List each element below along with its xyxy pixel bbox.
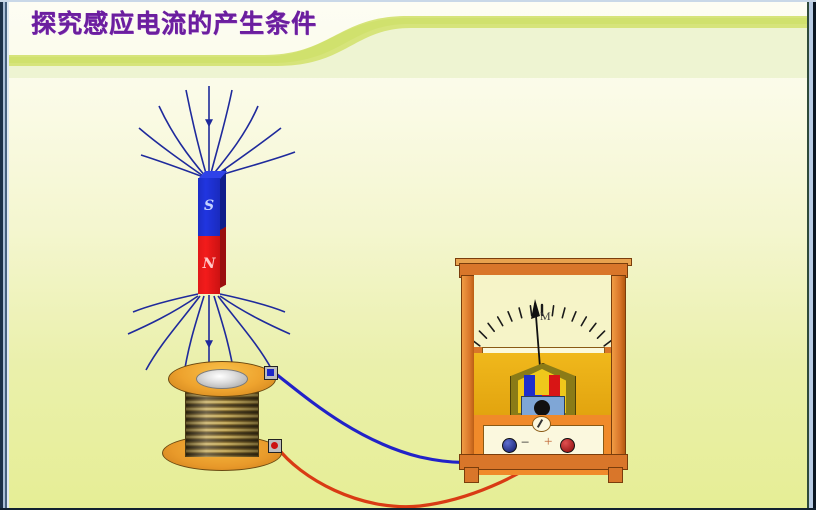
- scale-tick: [571, 310, 577, 322]
- scale-tick: [496, 316, 504, 327]
- header-band: 探究感应电流的产生条件: [9, 0, 807, 78]
- solenoid-coil: [160, 355, 285, 475]
- red-wire: [275, 445, 548, 509]
- scale-tick: [487, 322, 496, 333]
- magnet-front-face: [198, 178, 220, 294]
- field-line-bot-7: [217, 295, 273, 371]
- bar-magnet: S N: [198, 168, 228, 294]
- scale-tick: [561, 307, 566, 319]
- field-line-top-3: [158, 105, 207, 178]
- galvanometer-terminal-plus[interactable]: [560, 438, 575, 453]
- header-band-svg: [9, 16, 807, 78]
- window-border-bottom: [0, 508, 816, 510]
- horseshoe-left-arm: [524, 375, 535, 403]
- window-border-top: [0, 0, 816, 2]
- field-line-top-7: [210, 105, 259, 178]
- galvanometer-bottom-beam: [459, 454, 628, 470]
- field-line-bot-8: [219, 295, 291, 335]
- movement-pivot: [534, 400, 550, 416]
- field-line-bot-4: [127, 295, 199, 335]
- field-line-bot-3: [145, 295, 201, 371]
- horseshoe-right-arm: [549, 375, 560, 403]
- galvanometer-movement: [510, 363, 576, 423]
- scale-tick: [596, 330, 606, 340]
- field-line-top-4: [138, 127, 207, 179]
- magnet-north-section: [198, 236, 220, 294]
- galvanometer-right-foot: [608, 467, 623, 483]
- scale-tick: [474, 340, 481, 347]
- field-line-bot-9: [219, 293, 286, 313]
- scale-tick: [551, 304, 555, 317]
- window-border-right-mid: [809, 0, 813, 510]
- scale-tick: [518, 307, 523, 319]
- scale-tick: [529, 304, 533, 317]
- galvanometer-label-plus: +: [544, 434, 553, 450]
- window-border-right-outer: [813, 0, 816, 510]
- magnet-south-section: [198, 178, 220, 236]
- scale-tick: [589, 322, 597, 333]
- field-line-bot-5: [132, 293, 199, 313]
- magnet-label-n: N: [202, 256, 216, 272]
- galvanometer-terminal-minus[interactable]: [502, 438, 517, 453]
- galvanometer-right-post: [611, 275, 626, 457]
- scale-tick: [603, 339, 611, 347]
- window-border-left-inner: [5, 0, 7, 510]
- scale-tick: [580, 316, 588, 327]
- galvanometer-label-minus: −: [521, 435, 530, 451]
- field-line-top-6: [209, 89, 233, 178]
- window-border-left-mid: [3, 0, 5, 510]
- header-band-green-shape: [9, 16, 807, 70]
- coil-core-hole: [196, 369, 248, 389]
- scale-tick: [478, 330, 488, 340]
- galvanometer-left-foot: [464, 467, 479, 483]
- window-border-right-inner: [807, 0, 809, 510]
- galvanometer-scale-mark: M: [540, 309, 551, 323]
- field-line-top-2: [185, 89, 208, 178]
- magnet-label-s: S: [203, 198, 215, 214]
- page-title: 探究感应电流的产生条件: [31, 9, 318, 38]
- coil-terminal-red[interactable]: [268, 439, 282, 453]
- coil-terminal-blue[interactable]: [264, 366, 278, 380]
- window-border-left-outer: [0, 0, 3, 510]
- header-underline: [9, 18, 807, 63]
- galvanometer: M − +: [455, 255, 632, 487]
- scale-tick: [507, 310, 513, 322]
- galvanometer-adjust-screw[interactable]: [532, 416, 551, 432]
- window-border-left-highlight: [7, 0, 9, 510]
- galvanometer-body: M − +: [474, 275, 611, 475]
